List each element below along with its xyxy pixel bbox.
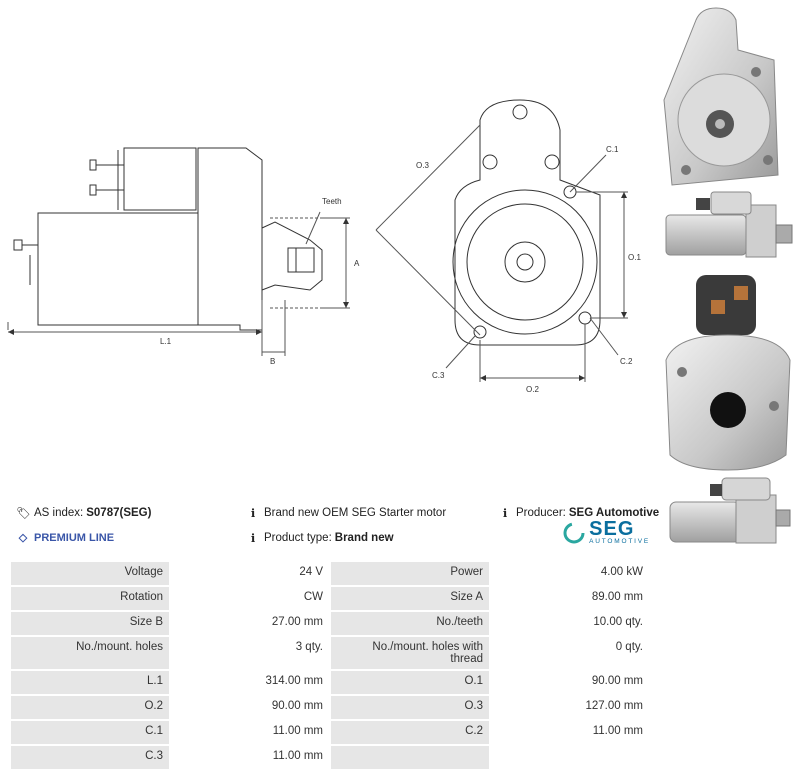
spec-value: 0 qty. xyxy=(489,635,651,671)
flange-outline xyxy=(454,99,601,346)
spec-value: 11.00 mm xyxy=(169,719,331,746)
label-b: B xyxy=(270,357,275,366)
spec-label: Size B xyxy=(9,610,171,637)
product-type-value: Brand new xyxy=(334,532,394,544)
seg-logo: SEG AUTOMOTIVE xyxy=(562,518,650,545)
spec-value: 3 qty. xyxy=(169,635,331,671)
spec-label: L.1 xyxy=(9,669,171,696)
photo-angled-view xyxy=(669,477,791,544)
label-l1: L.1 xyxy=(160,337,172,346)
label-a: A xyxy=(354,259,360,268)
label-c1: C.1 xyxy=(606,145,619,154)
description: ℹ Brand new OEM SEG Starter motor xyxy=(246,506,446,520)
spec-label: O.3 xyxy=(329,694,491,721)
spec-label: Voltage xyxy=(9,560,171,587)
motor-body xyxy=(37,212,199,326)
spec-value: 11.00 mm xyxy=(169,744,331,771)
technical-drawings: Teeth A B L.1 O.3 C.1 O.1 C.3 C.2 O.2 xyxy=(7,99,641,394)
info-icon: ℹ xyxy=(502,508,508,520)
pinion xyxy=(261,221,323,291)
seg-logo-icon xyxy=(563,522,585,543)
diamond-icon: ◇ xyxy=(18,532,28,544)
product-type: ℹ Product type: Brand new xyxy=(246,531,394,545)
label-c3: C.3 xyxy=(432,371,445,380)
spec-value: 11.00 mm xyxy=(489,719,651,746)
info-icon: ℹ xyxy=(250,508,256,520)
spec-label xyxy=(329,744,491,771)
product-photos xyxy=(663,7,793,544)
description-text: Brand new OEM SEG Starter motor xyxy=(264,507,447,519)
product-info: 🏷 AS index: S0787(SEG) ◇ PREMIUM LINE ℹ … xyxy=(10,500,659,552)
label-teeth: Teeth xyxy=(322,197,342,206)
spec-label: O.1 xyxy=(329,669,491,696)
photo-front-view xyxy=(663,7,779,186)
spec-label: C.1 xyxy=(9,719,171,746)
spec-value: 314.00 mm xyxy=(169,669,331,696)
spec-value: 10.00 qty. xyxy=(489,610,651,637)
info-icon: ℹ xyxy=(250,533,256,545)
spec-value: 4.00 kW xyxy=(489,560,651,587)
spec-label: O.2 xyxy=(9,694,171,721)
seg-logo-text: SEG xyxy=(589,518,635,540)
spec-label: No./mount. holes with thread xyxy=(329,635,491,671)
producer: ℹ Producer: SEG Automotive xyxy=(498,506,659,520)
label-o2: O.2 xyxy=(526,385,539,394)
premium-line-badge: ◇ PREMIUM LINE xyxy=(16,531,115,545)
photo-rear-view xyxy=(665,275,791,471)
spec-value: 89.00 mm xyxy=(489,585,651,612)
tag-icon: 🏷 xyxy=(16,508,31,520)
spec-value xyxy=(489,744,651,771)
label-c2: C.2 xyxy=(620,357,633,366)
producer-value: SEG Automotive xyxy=(568,507,660,519)
as-index-value: S0787(SEG) xyxy=(86,507,152,519)
spec-label: C.3 xyxy=(9,744,171,771)
spec-label: C.2 xyxy=(329,719,491,746)
hole-c3 xyxy=(473,325,487,339)
spec-label: Rotation xyxy=(9,585,171,612)
spec-value: 127.00 mm xyxy=(489,694,651,721)
spec-value: 27.00 mm xyxy=(169,610,331,637)
as-index-label: AS index: xyxy=(34,507,84,519)
spec-value: CW xyxy=(169,585,331,612)
producer-label: Producer: xyxy=(516,507,566,519)
spec-value: 90.00 mm xyxy=(489,669,651,696)
photo-side-view xyxy=(665,191,793,258)
seg-logo-subtext: AUTOMOTIVE xyxy=(589,538,650,545)
spec-label: Size A xyxy=(329,585,491,612)
flange-face xyxy=(452,189,598,335)
as-index: 🏷 AS index: S0787(SEG) xyxy=(16,506,151,520)
hole-c2 xyxy=(578,311,592,325)
spec-label: No./teeth xyxy=(329,610,491,637)
solenoid xyxy=(123,147,197,211)
spec-value: 24 V xyxy=(169,560,331,587)
drive-housing xyxy=(197,147,263,331)
spec-label: Power xyxy=(329,560,491,587)
premium-line-label: PREMIUM LINE xyxy=(34,531,115,544)
label-o1: O.1 xyxy=(628,253,641,262)
product-type-label: Product type: xyxy=(264,532,332,544)
label-o3: O.3 xyxy=(416,161,429,170)
spec-value: 90.00 mm xyxy=(169,694,331,721)
spec-label: No./mount. holes xyxy=(9,635,171,671)
